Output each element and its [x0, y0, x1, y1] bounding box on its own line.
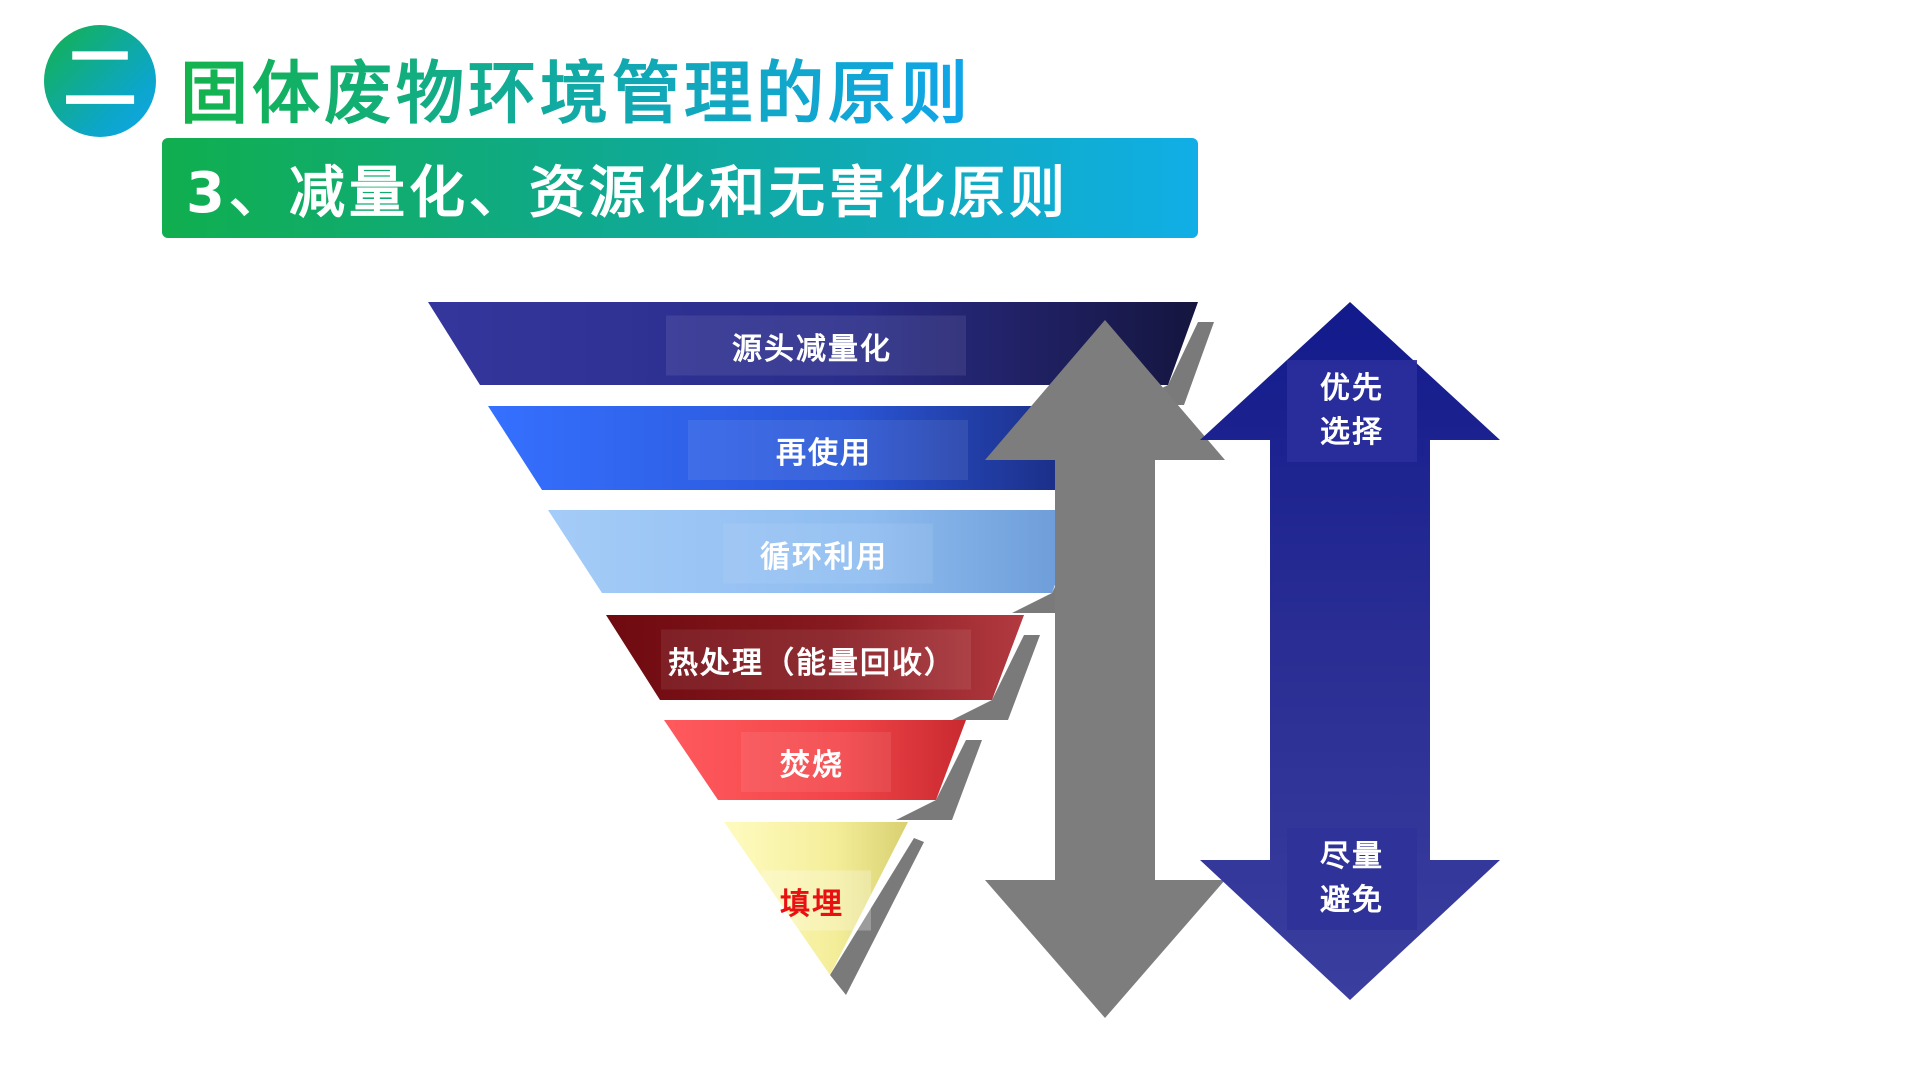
layer-label-box-5	[761, 870, 871, 931]
layer-shadow-4	[896, 740, 982, 820]
hierarchy-layer-0	[428, 302, 1198, 385]
layer-label-2: 循环利用	[760, 539, 888, 575]
layer-shadow-3	[952, 635, 1040, 720]
subtitle-banner: 3、减量化、资源化和无害化原则	[162, 138, 1198, 238]
arrow-bottom-label-line1: 尽量	[1320, 839, 1384, 874]
arrow-bottom-label: 尽量 避免	[1320, 835, 1384, 923]
section-badge-number: 二	[63, 36, 137, 122]
hierarchy-layer-1	[488, 406, 1140, 490]
layer-label-4: 焚烧	[780, 748, 844, 783]
section-badge: 二	[44, 25, 156, 137]
layer-label-0: 源头减量化	[732, 331, 892, 367]
arrow-shadow	[985, 320, 1225, 1018]
page-title: 固体废物环境管理的原则	[180, 38, 972, 137]
layer-label-box-1	[688, 420, 968, 480]
hierarchy-layer-4	[664, 720, 966, 800]
layer-label-1: 再使用	[776, 436, 872, 471]
layer-shadow-0	[1128, 322, 1214, 405]
arrow-bottom-label-line2: 避免	[1320, 883, 1384, 918]
arrow-top-label-box	[1287, 360, 1417, 462]
layer-label-5: 填埋	[780, 886, 844, 922]
layer-label-3: 热处理（能量回收）	[668, 645, 956, 681]
layer-label-box-3	[661, 629, 971, 690]
layer-label-box-0	[666, 315, 966, 376]
hierarchy-layer-2	[548, 510, 1082, 593]
arrow-top-label-line1: 优先	[1320, 371, 1384, 406]
hierarchy-layer-3	[606, 615, 1024, 700]
arrow-top-label: 优先 选择	[1320, 367, 1384, 455]
hierarchy-layers	[428, 302, 1198, 975]
layer-shadow-5	[830, 838, 924, 995]
arrow-top-label-line2: 选择	[1320, 415, 1384, 450]
layer-label-box-2	[723, 523, 933, 584]
layer-label-box-4	[741, 732, 891, 792]
priority-double-arrow	[1200, 302, 1500, 1000]
hierarchy-layer-5	[724, 822, 908, 975]
subtitle-text: 3、减量化、资源化和无害化原则	[186, 160, 1069, 226]
arrow-bottom-label-box	[1287, 828, 1417, 930]
